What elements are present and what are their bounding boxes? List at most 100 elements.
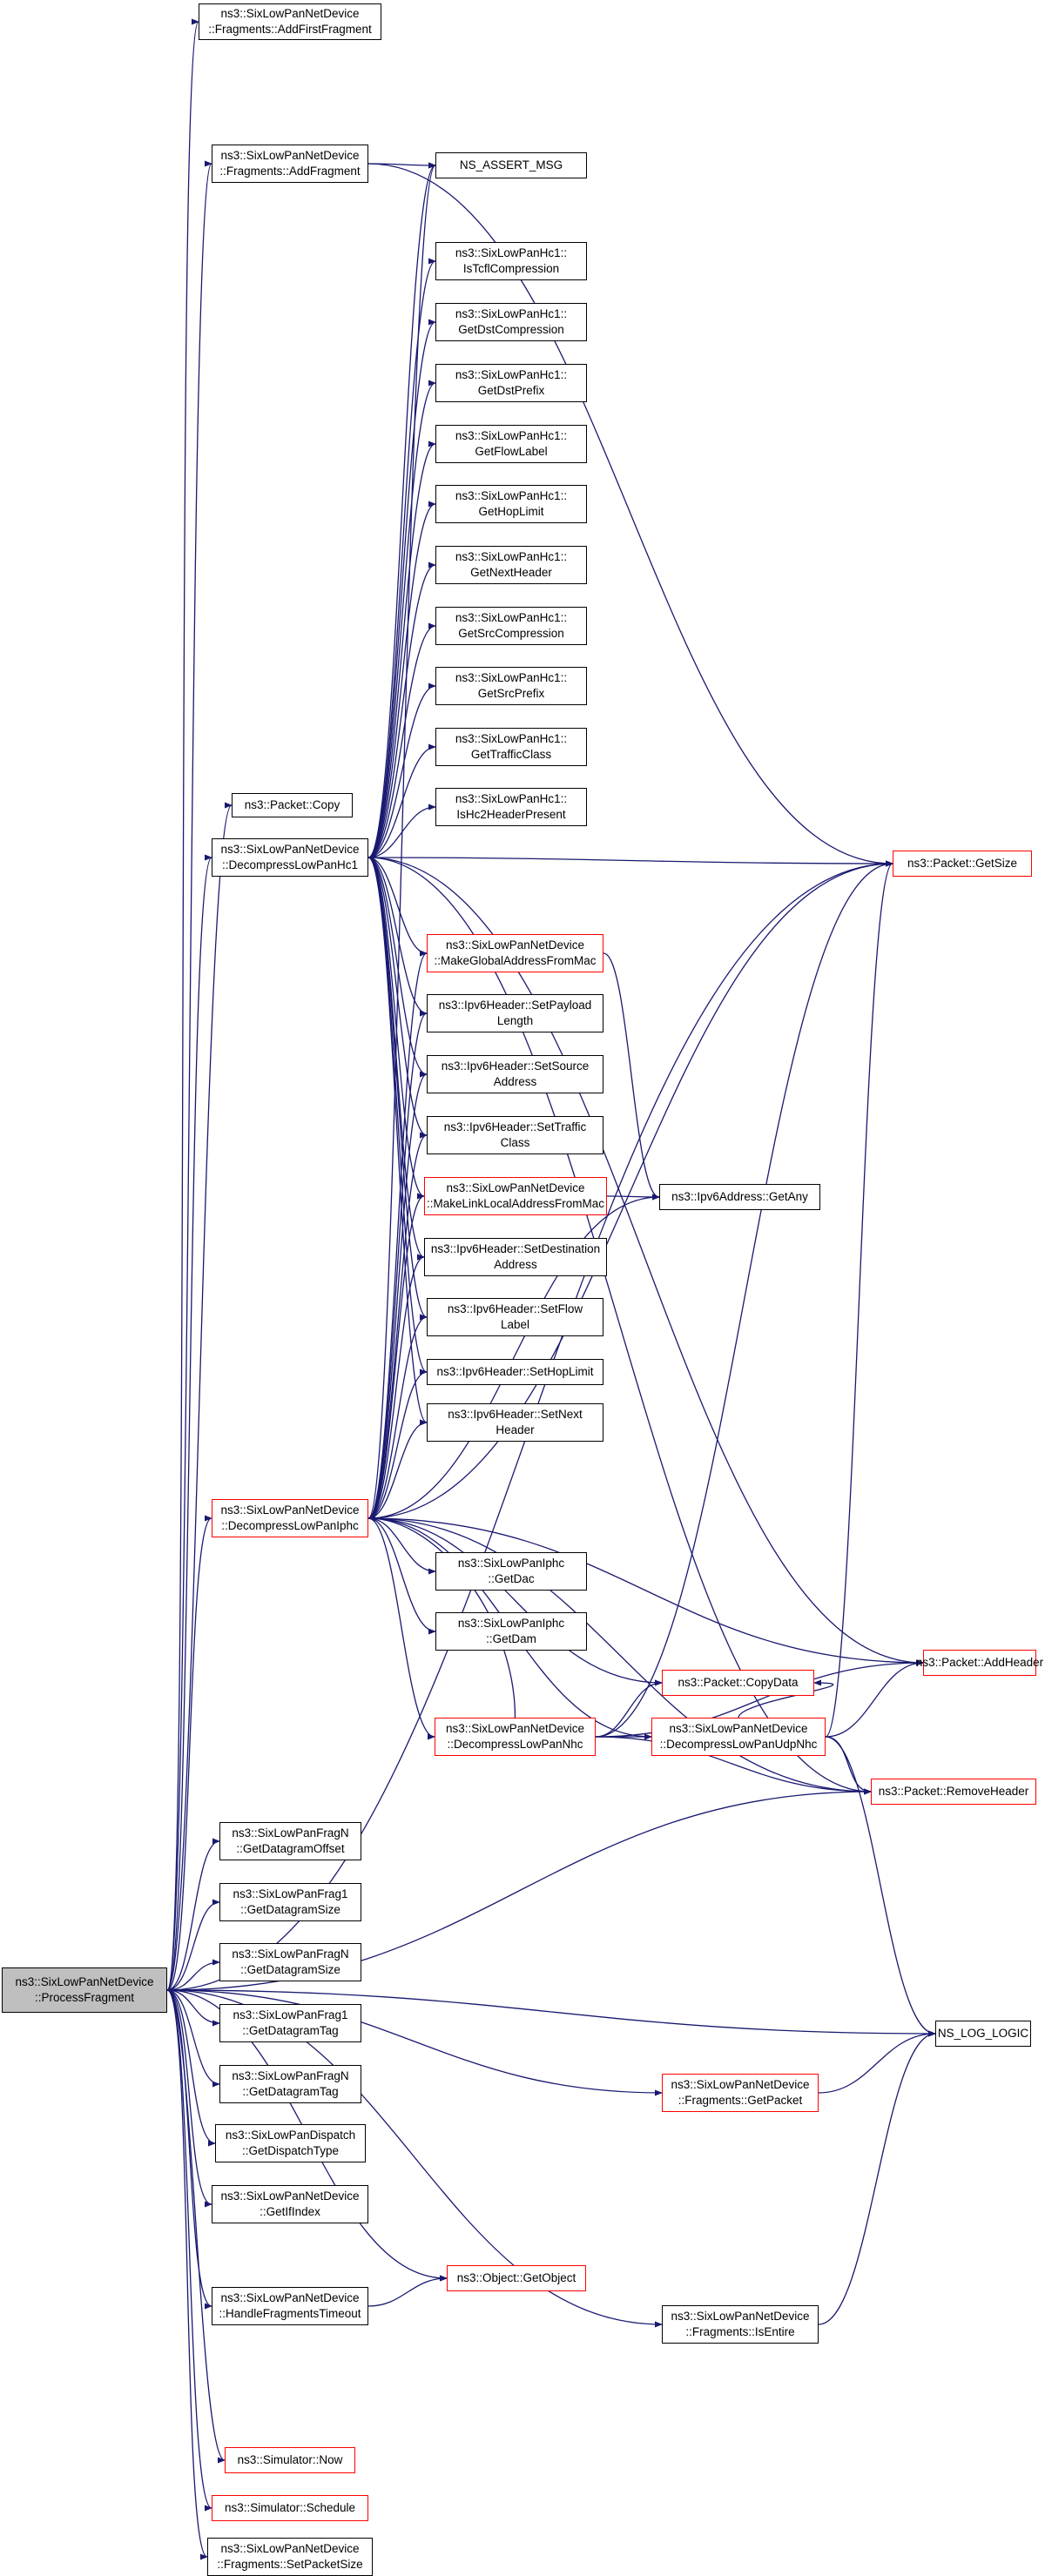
node-ishc2headerpresent[interactable]: ns3::SixLowPanHc1::IsHc2HeaderPresent	[435, 788, 587, 826]
node-label-line: ns3::SixLowPanNetDevice	[15, 1975, 154, 1988]
node-label-line: ::Fragments::AddFragment	[219, 165, 361, 178]
node-gethoplimit[interactable]: ns3::SixLowPanHc1::GetHopLimit	[435, 485, 587, 523]
edge-processfragment-to-frag1-getdatagramsize	[166, 1899, 220, 1991]
node-packet-addheader[interactable]: ns3::Packet::AddHeader	[916, 1650, 1043, 1676]
node-decompresslowpanhc1[interactable]: ns3::SixLowPanNetDevice::DecompressLowPa…	[212, 838, 368, 877]
node-fragn-getdatagramoffset[interactable]: ns3::SixLowPanFragN::GetDatagramOffset	[219, 1822, 361, 1860]
edge-decompresslowpaniphc-to-iphc-getdac	[367, 1517, 436, 1575]
node-decompresslowpaniphc[interactable]: ns3::SixLowPanNetDevice::DecompressLowPa…	[212, 1499, 368, 1537]
edge-decompresslowpaniphc-to-iphc-getdam	[367, 1517, 436, 1635]
edge-processfragment-to-simulator-now	[166, 1989, 226, 2464]
node-getsrccompression[interactable]: ns3::SixLowPanHc1::GetSrcCompression	[435, 607, 587, 645]
node-label-line: ::MakeGlobalAddressFromMac	[434, 954, 597, 967]
node-label-line: ns3::SixLowPanIphc	[457, 1557, 565, 1570]
node-frag1-getdatagramsize[interactable]: ns3::SixLowPanFrag1::GetDatagramSize	[219, 1883, 361, 1921]
edge-decompresslowpaniphc-to-setnextheader	[367, 1419, 428, 1519]
node-label-line: ns3::SixLowPanNetDevice	[220, 843, 360, 856]
edge-decompresslowpaniphc-to-setdestinationaddress	[367, 1254, 425, 1519]
node-iphc-getdam[interactable]: ns3::SixLowPanIphc::GetDam	[435, 1612, 587, 1651]
node-makeglobaladdressfrommac[interactable]: ns3::SixLowPanNetDevice::MakeGlobalAddre…	[427, 934, 603, 972]
edge-fragments-isentire-to-ns-log-logic	[818, 2030, 936, 2325]
edge-processfragment-to-fragn-getdatagramtag	[166, 1989, 220, 2088]
node-iphc-getdac[interactable]: ns3::SixLowPanIphc::GetDac	[435, 1552, 587, 1591]
node-decompresslowpannhc[interactable]: ns3::SixLowPanNetDevice::DecompressLowPa…	[435, 1718, 596, 1756]
node-addfragment[interactable]: ns3::SixLowPanNetDevice::Fragments::AddF…	[212, 145, 368, 183]
edge-decompresslowpannhc-to-packet-copydata	[595, 1679, 663, 1738]
edge-processfragment-to-handlefragmentstimeout	[166, 1989, 212, 2310]
node-decompresslowpanudpnhc[interactable]: ns3::SixLowPanNetDevice::DecompressLowPa…	[651, 1718, 826, 1756]
node-getflowlabel[interactable]: ns3::SixLowPanHc1::GetFlowLabel	[435, 425, 587, 463]
node-packet-getsize[interactable]: ns3::Packet::GetSize	[893, 851, 1032, 877]
edge-decompresslowpanhc1-to-setnextheader	[367, 857, 428, 1426]
node-getdispatchtype[interactable]: ns3::SixLowPanDispatch::GetDispatchType	[215, 2124, 366, 2162]
node-getdstprefix[interactable]: ns3::SixLowPanHc1::GetDstPrefix	[435, 364, 587, 402]
edge-decompresslowpanhc1-to-packet-getsize	[367, 857, 893, 867]
node-packet-copy[interactable]: ns3::Packet::Copy	[232, 793, 353, 817]
node-ipv6address-getany[interactable]: ns3::Ipv6Address::GetAny	[659, 1184, 820, 1210]
node-addfirstfragment[interactable]: ns3::SixLowPanNetDevice::Fragments::AddF…	[199, 3, 381, 40]
edge-decompresslowpanhc1-to-getdstcompression	[367, 319, 436, 858]
node-processfragment[interactable]: ns3::SixLowPanNetDevice::ProcessFragment	[2, 1967, 167, 2013]
node-label-line: IsHc2HeaderPresent	[456, 808, 566, 821]
node-getnextheader[interactable]: ns3::SixLowPanHc1::GetNextHeader	[435, 546, 587, 584]
node-fragments-isentire[interactable]: ns3::SixLowPanNetDevice::Fragments::IsEn…	[662, 2305, 819, 2344]
node-label-line: GetTrafficClass	[470, 748, 552, 761]
node-label-line: ns3::SixLowPanHc1::	[455, 611, 568, 624]
node-fragn-getdatagramsize[interactable]: ns3::SixLowPanFragN::GetDatagramSize	[219, 1943, 361, 1981]
node-ns-assert-msg[interactable]: NS_ASSERT_MSG	[435, 152, 587, 178]
node-fragments-setpacketsize[interactable]: ns3::SixLowPanNetDevice::Fragments::SetP…	[207, 2538, 373, 2576]
node-label-line: ns3::SixLowPanNetDevice	[669, 1722, 808, 1735]
edge-fragments-getpacket-to-ns-log-logic	[818, 2030, 936, 2094]
edge-decompresslowpanhc1-to-setsourceaddress	[367, 857, 428, 1078]
node-label-line: NS_LOG_LOGIC	[937, 2027, 1029, 2040]
edge-decompresslowpanhc1-to-getsrcprefix	[367, 683, 436, 858]
node-label-line: ns3::SixLowPanHc1::	[455, 489, 568, 502]
node-label-line: ns3::SixLowPanHc1::	[455, 792, 568, 805]
node-gettrafficclass[interactable]: ns3::SixLowPanHc1::GetTrafficClass	[435, 728, 587, 766]
node-fragn-getdatagramtag[interactable]: ns3::SixLowPanFragN::GetDatagramTag	[219, 2065, 361, 2103]
node-frag1-getdatagramtag[interactable]: ns3::SixLowPanFrag1::GetDatagramTag	[219, 2004, 361, 2042]
node-handlefragmentstimeout[interactable]: ns3::SixLowPanNetDevice::HandleFragments…	[212, 2287, 368, 2325]
edge-decompresslowpanudpnhc-to-packet-getsize	[825, 860, 893, 1738]
node-sethoplimit[interactable]: ns3::Ipv6Header::SetHopLimit	[427, 1359, 603, 1385]
node-label-line: ns3::Packet::CopyData	[678, 1676, 799, 1689]
node-getsrcprefix[interactable]: ns3::SixLowPanHc1::GetSrcPrefix	[435, 667, 587, 705]
node-label-line: ns3::SixLowPanIphc	[457, 1617, 565, 1630]
edge-decompresslowpaniphc-to-sethoplimit	[367, 1369, 428, 1519]
node-getdstcompression[interactable]: ns3::SixLowPanHc1::GetDstCompression	[435, 303, 587, 341]
node-label-line: ns3::Packet::AddHeader	[915, 1656, 1044, 1669]
node-simulator-now[interactable]: ns3::Simulator::Now	[225, 2447, 355, 2473]
node-makelinklocaladdressfrommac[interactable]: ns3::SixLowPanNetDevice::MakeLinkLocalAd…	[424, 1177, 607, 1215]
node-label-line: Address	[494, 1258, 537, 1271]
node-istfcompression[interactable]: ns3::SixLowPanHc1::IsTcflCompression	[435, 242, 587, 280]
node-label-line: GetHopLimit	[478, 505, 544, 518]
edge-decompresslowpaniphc-to-packet-copydata	[367, 1517, 663, 1686]
node-label-line: ::Fragments::SetPacketSize	[217, 2558, 363, 2571]
edge-decompresslowpaniphc-to-packet-removeheader	[367, 1517, 872, 1795]
node-simulator-schedule[interactable]: ns3::Simulator::Schedule	[212, 2495, 368, 2521]
edge-makeglobaladdressfrommac-to-ipv6address-getany	[603, 952, 660, 1201]
node-label-line: Header	[496, 1423, 535, 1436]
node-getifindex[interactable]: ns3::SixLowPanNetDevice::GetIfIndex	[212, 2185, 368, 2223]
node-label-line: GetSrcCompression	[458, 627, 564, 640]
node-label-line: ns3::Ipv6Header::SetDestination	[430, 1242, 601, 1255]
node-label-line: Length	[496, 1014, 534, 1027]
edge-decompresslowpaniphc-to-ipv6address-getany	[367, 1194, 660, 1519]
node-label-line: ns3::SixLowPanFrag1	[233, 2008, 348, 2021]
node-label-line: ns3::SixLowPanNetDevice	[220, 2291, 360, 2304]
node-label-line: ns3::SixLowPanHc1::	[455, 671, 568, 684]
node-object-getobject[interactable]: ns3::Object::GetObject	[447, 2265, 586, 2291]
edge-addfragment-to-packet-getsize	[367, 163, 893, 867]
edge-processfragment-to-ns-log-logic	[166, 1989, 936, 2037]
node-label-line: ns3::Object::GetObject	[456, 2271, 576, 2284]
node-packet-copydata[interactable]: ns3::Packet::CopyData	[662, 1670, 814, 1696]
node-packet-removeheader[interactable]: ns3::Packet::RemoveHeader	[871, 1779, 1036, 1805]
node-fragments-getpacket[interactable]: ns3::SixLowPanNetDevice::Fragments::GetP…	[662, 2074, 819, 2112]
node-ns-log-logic[interactable]: NS_LOG_LOGIC	[935, 2021, 1031, 2047]
